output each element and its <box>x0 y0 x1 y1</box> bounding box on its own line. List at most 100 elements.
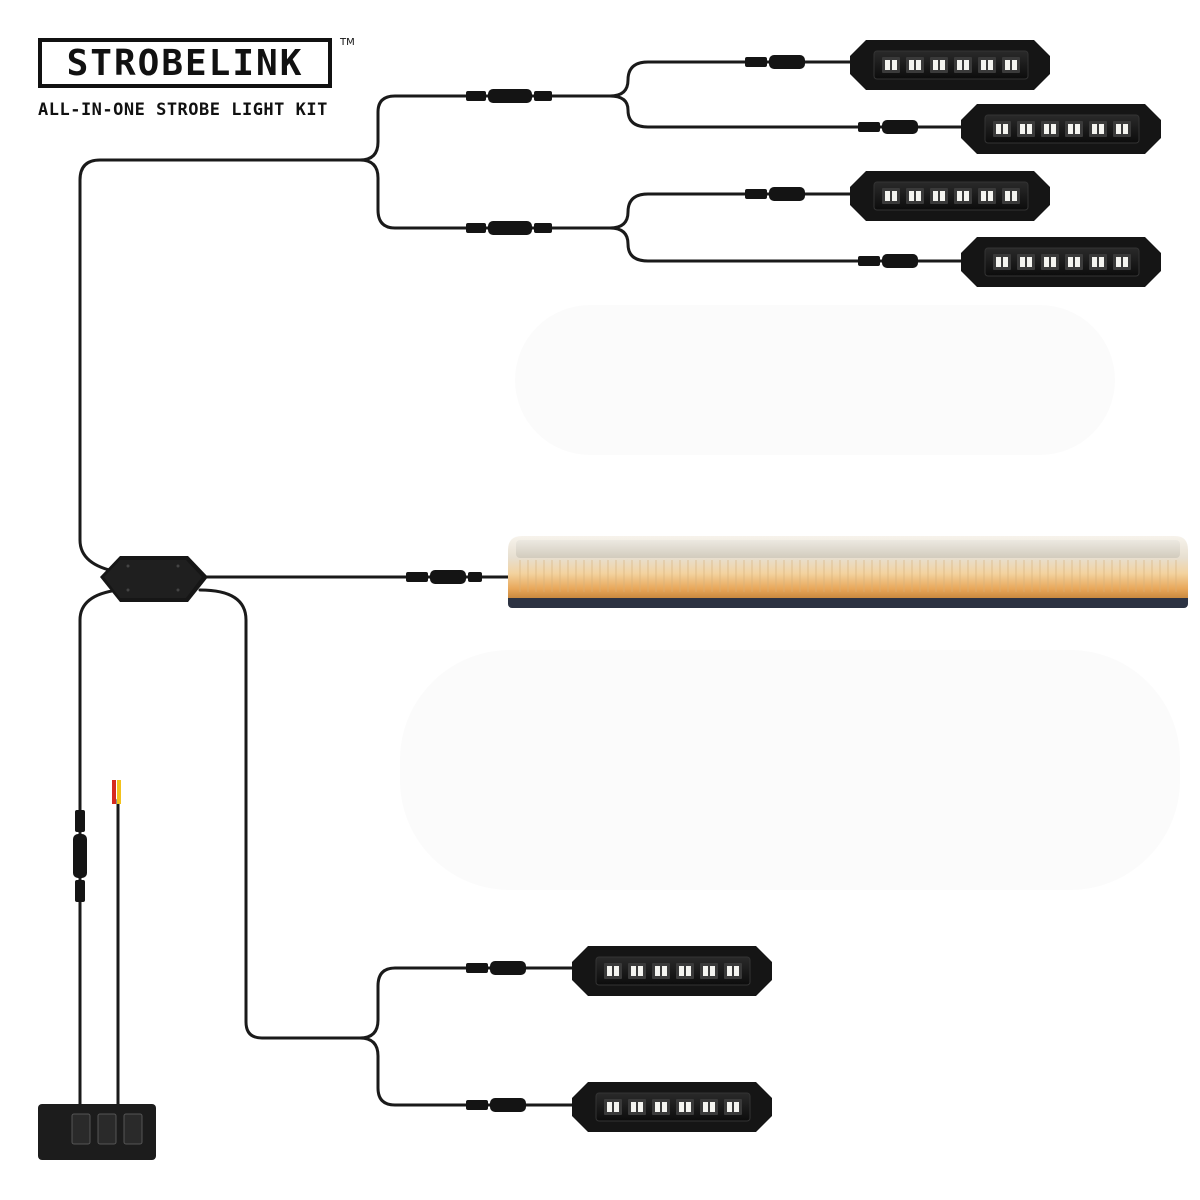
light-halo-lower <box>400 650 1180 890</box>
led-chip <box>909 191 914 201</box>
led-chip <box>638 966 643 976</box>
led-chip <box>638 1102 643 1112</box>
led-cell <box>1065 121 1083 137</box>
rocker-switch-2 <box>97 1113 117 1145</box>
led-cell <box>628 963 646 979</box>
led-chip <box>1075 124 1080 134</box>
connector-7 <box>406 570 482 584</box>
led-chip <box>916 60 921 70</box>
led-cell <box>1041 254 1059 270</box>
led-cell <box>1065 254 1083 270</box>
led-cell <box>1113 254 1131 270</box>
led-chip <box>885 191 890 201</box>
inline-connectors <box>73 55 918 1112</box>
led-chip <box>940 60 945 70</box>
led-chip <box>1051 124 1056 134</box>
led-chip <box>1068 124 1073 134</box>
brand-logo-text: STROBELINK <box>66 42 304 84</box>
led-chip <box>1099 257 1104 267</box>
led-cell <box>628 1099 646 1115</box>
led-chip <box>655 1102 660 1112</box>
led-chip <box>933 191 938 201</box>
led-chip <box>1020 124 1025 134</box>
brand-logo: STROBELINK <box>38 38 332 88</box>
led-chip <box>1116 257 1121 267</box>
cable-to-switch <box>78 588 120 1107</box>
led-chip <box>1027 257 1032 267</box>
led-cell <box>700 1099 718 1115</box>
led-chip <box>996 124 1001 134</box>
led-chip <box>614 966 619 976</box>
rocker-switch-1 <box>71 1113 91 1145</box>
led-chip <box>631 1102 636 1112</box>
led-cell <box>724 963 742 979</box>
led-chip <box>1044 257 1049 267</box>
connector-9 <box>466 1098 526 1112</box>
cable-bottom-branch <box>358 1036 580 1107</box>
led-chip <box>1012 60 1017 70</box>
led-chip <box>703 966 708 976</box>
led-chip <box>631 966 636 976</box>
connector-8 <box>466 961 526 975</box>
led-chip <box>964 191 969 201</box>
led-chip <box>1003 257 1008 267</box>
led-chip <box>710 966 715 976</box>
led-cell <box>1017 121 1035 137</box>
connector-6 <box>858 254 918 268</box>
led-chip <box>996 257 1001 267</box>
led-chip <box>607 966 612 976</box>
cable-branch-a2 <box>608 94 970 129</box>
led-cell <box>676 963 694 979</box>
led-chip <box>1099 124 1104 134</box>
led-chip <box>655 966 660 976</box>
switch-panel <box>38 1104 156 1160</box>
led-chip <box>614 1102 619 1112</box>
led-cell <box>978 57 996 73</box>
connector-2 <box>466 221 552 235</box>
led-chip <box>703 1102 708 1112</box>
led-chip <box>686 1102 691 1112</box>
led-chip <box>981 60 986 70</box>
cable-branch-b2 <box>608 226 970 263</box>
led-cell <box>1002 57 1020 73</box>
led-chip <box>710 1102 715 1112</box>
led-cell <box>993 121 1011 137</box>
led-cell <box>652 1099 670 1115</box>
led-chip <box>916 191 921 201</box>
led-chip <box>892 191 897 201</box>
led-cell <box>676 1099 694 1115</box>
led-chip <box>988 60 993 70</box>
led-chip <box>981 191 986 201</box>
strobe-pod-6 <box>572 1082 772 1132</box>
led-cell <box>906 57 924 73</box>
led-cell <box>700 963 718 979</box>
led-cell <box>1017 254 1035 270</box>
led-chip <box>662 966 667 976</box>
trademark-mark: TM <box>340 37 355 48</box>
led-chip <box>1123 124 1128 134</box>
led-chip <box>662 1102 667 1112</box>
led-chip <box>1116 124 1121 134</box>
led-cell <box>604 963 622 979</box>
led-cell <box>930 57 948 73</box>
led-cell <box>882 188 900 204</box>
led-cell <box>978 188 996 204</box>
led-chip <box>1075 257 1080 267</box>
strobe-pod-3 <box>850 171 1050 221</box>
strobe-pod-5 <box>572 946 772 996</box>
strobe-pod-1 <box>850 40 1050 90</box>
led-chip <box>1003 124 1008 134</box>
led-chip <box>892 60 897 70</box>
led-cell <box>652 963 670 979</box>
led-chip <box>988 191 993 201</box>
led-cell <box>1089 254 1107 270</box>
connector-3 <box>745 55 805 69</box>
led-cell <box>882 57 900 73</box>
led-cell <box>906 188 924 204</box>
control-box <box>100 556 208 602</box>
led-chip <box>957 60 962 70</box>
led-chip <box>1092 124 1097 134</box>
led-chip <box>1020 257 1025 267</box>
led-chip <box>1027 124 1032 134</box>
led-cell <box>954 57 972 73</box>
